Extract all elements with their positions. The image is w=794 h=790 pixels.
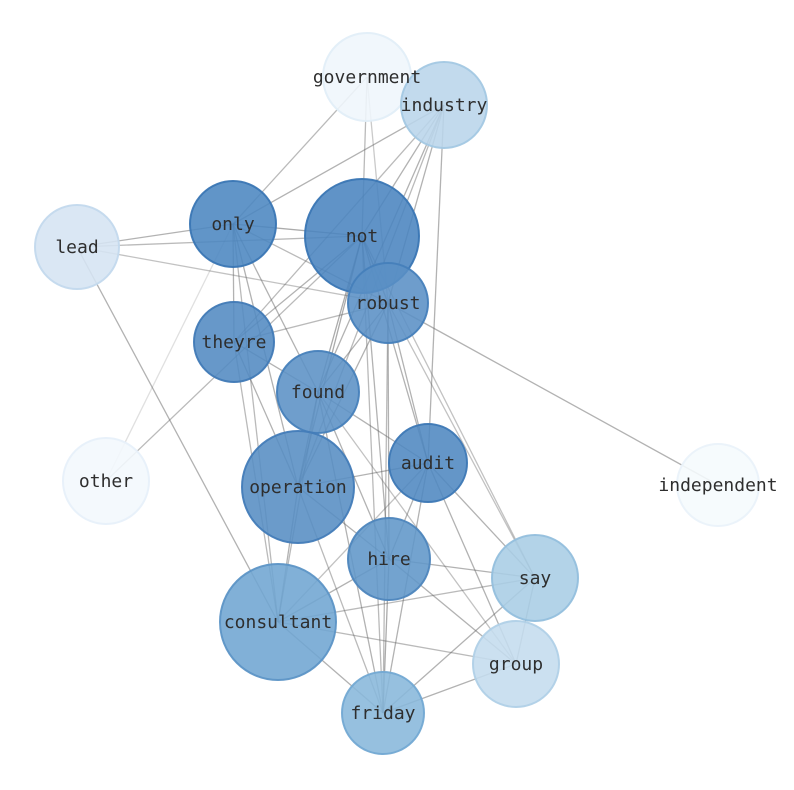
node-layer — [34, 32, 760, 755]
edge-robust-friday — [382, 302, 389, 714]
edge-lead-consultant — [76, 246, 279, 623]
node-independent — [676, 443, 760, 527]
node-say — [491, 534, 579, 622]
node-hire — [347, 517, 431, 601]
node-only — [189, 180, 277, 268]
node-consultant — [219, 563, 337, 681]
node-theyre — [193, 301, 275, 383]
node-government — [322, 32, 412, 122]
node-operation — [241, 430, 355, 544]
edge-robust-hire — [387, 302, 390, 560]
node-lead — [34, 204, 120, 290]
edge-only-consultant — [232, 223, 279, 623]
node-robust — [347, 262, 429, 344]
node-friday — [341, 671, 425, 755]
edge-independent-robust — [387, 302, 719, 486]
node-industry — [400, 61, 488, 149]
edge-layer — [76, 76, 719, 714]
edge-industry-audit — [427, 104, 445, 464]
node-found — [276, 350, 360, 434]
edge-other-only — [105, 223, 234, 482]
node-audit — [388, 423, 468, 503]
node-group — [472, 620, 560, 708]
label-layer: governmentindustryleadonlynotrobusttheyr… — [55, 67, 777, 724]
edge-robust-say — [387, 302, 536, 579]
node-other — [62, 437, 150, 525]
edge-lead-robust — [76, 246, 389, 304]
